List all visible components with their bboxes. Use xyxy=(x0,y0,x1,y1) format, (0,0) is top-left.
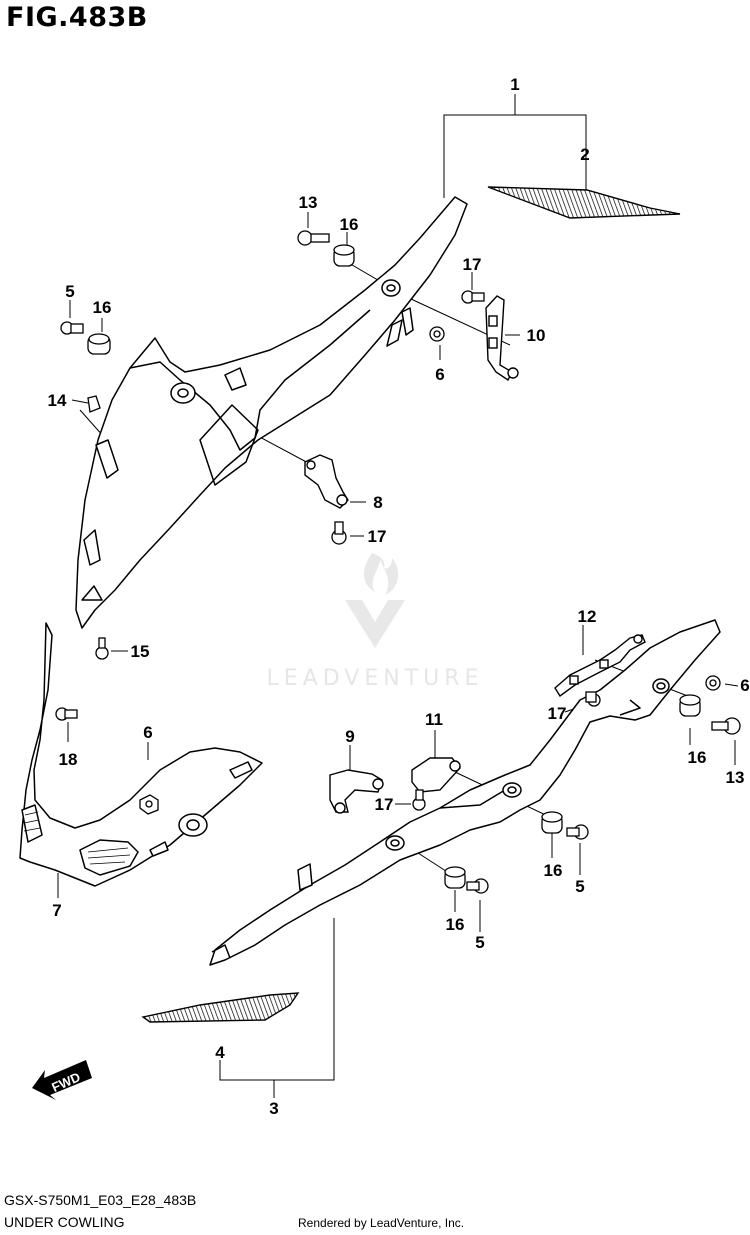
render-credit: Rendered by LeadVenture, Inc. xyxy=(298,1216,465,1230)
callout-1: 1 xyxy=(510,75,519,94)
bolt-5-upper xyxy=(60,321,84,335)
callout-10: 10 xyxy=(527,326,546,345)
callout-5: 5 xyxy=(475,933,484,952)
bolt-17-right xyxy=(585,691,601,707)
part-9-bracket xyxy=(329,769,384,814)
callout-9: 9 xyxy=(345,727,354,746)
fwd-direction-arrow: FWD xyxy=(32,1060,92,1100)
callout-13: 13 xyxy=(726,768,745,787)
grommet-16-midright xyxy=(541,811,563,834)
callout-16: 16 xyxy=(93,298,112,317)
callout-17: 17 xyxy=(463,255,482,274)
screw-15 xyxy=(95,637,109,660)
part-12-bracket xyxy=(554,634,646,698)
model-code: GSX-S750M1_E03_E28_483B xyxy=(4,1192,197,1208)
part-1-left-cowling xyxy=(75,196,468,629)
callout-18: 18 xyxy=(59,750,78,769)
watermark-text: LEADVENTURE xyxy=(267,666,484,691)
part-2-sticker xyxy=(487,186,681,219)
watermark-logo xyxy=(345,553,405,648)
callout-16: 16 xyxy=(446,915,465,934)
figure-title: FIG.483B xyxy=(6,2,148,33)
hardware xyxy=(55,230,741,894)
part-10-bracket xyxy=(485,295,519,382)
callout-16: 16 xyxy=(544,861,563,880)
bolt-5-midright xyxy=(566,824,589,840)
callout-6: 6 xyxy=(740,676,749,695)
section-name: UNDER COWLING xyxy=(4,1214,125,1230)
callout-5: 5 xyxy=(575,877,584,896)
nut-6-upper xyxy=(429,326,445,342)
callout-17: 17 xyxy=(368,527,387,546)
callout-8: 8 xyxy=(373,493,382,512)
bolt-17-upper xyxy=(461,290,485,304)
leader-lines xyxy=(57,94,739,1098)
callout-15: 15 xyxy=(131,642,150,661)
fwd-label: FWD xyxy=(49,1069,82,1095)
callout-5: 5 xyxy=(65,282,74,301)
clip-14 xyxy=(87,395,101,413)
callout-4: 4 xyxy=(215,1043,225,1062)
part-4-sticker xyxy=(141,992,300,1023)
callout-12: 12 xyxy=(578,607,597,626)
bolt-17-middle xyxy=(331,521,347,545)
callout-7: 7 xyxy=(52,901,61,920)
grommet-16-lower xyxy=(444,866,466,889)
callout-6: 6 xyxy=(143,723,152,742)
callout-13: 13 xyxy=(299,193,318,212)
callout-11: 11 xyxy=(425,710,443,729)
callout-6: 6 xyxy=(435,365,444,384)
callout-16: 16 xyxy=(688,748,707,767)
screw-18 xyxy=(55,707,78,721)
callout-2: 2 xyxy=(580,145,589,164)
bolt-17-lower xyxy=(412,789,426,811)
grommet-16-left xyxy=(87,333,111,355)
part-7-lower-cowling xyxy=(19,622,263,887)
callout-3: 3 xyxy=(269,1099,278,1118)
nut-6-middle xyxy=(139,794,159,815)
callout-14: 14 xyxy=(48,391,67,410)
part-8-bracket xyxy=(304,454,349,509)
nut-6-right xyxy=(705,675,721,691)
bolt-13-top xyxy=(297,230,330,246)
callout-16: 16 xyxy=(340,215,359,234)
bolt-13-right xyxy=(711,717,741,735)
grommet-16-top xyxy=(333,244,355,267)
callout-17: 17 xyxy=(548,704,567,723)
grommet-16-right xyxy=(679,694,701,717)
callout-labels: 1 2 13 16 17 10 6 5 16 14 8 17 15 18 6 7… xyxy=(48,75,750,1118)
bolt-5-lower xyxy=(466,878,489,894)
part-11-bracket xyxy=(411,757,461,793)
callout-17: 17 xyxy=(375,795,394,814)
